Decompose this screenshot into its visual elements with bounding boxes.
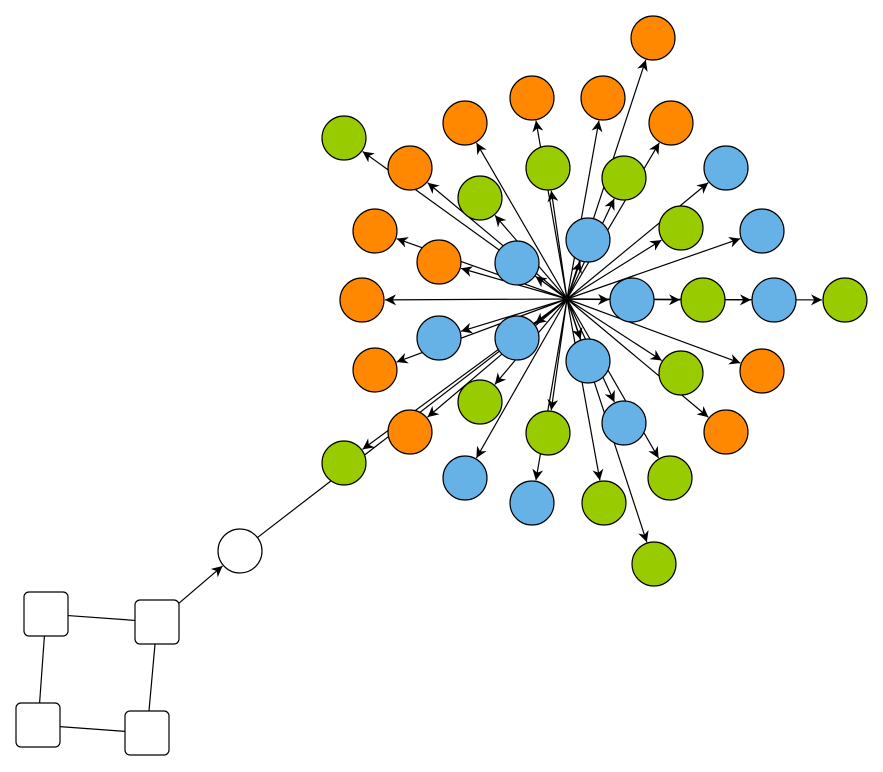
node-blue[interactable]: [565, 338, 611, 384]
node-green[interactable]: [822, 277, 868, 323]
edge-arrow: [566, 298, 604, 481]
square-node-white[interactable]: [124, 710, 170, 756]
edge-arrow: [535, 275, 568, 300]
node-orange[interactable]: [416, 239, 462, 285]
node-blue[interactable]: [739, 208, 785, 254]
node-blue[interactable]: [442, 455, 488, 501]
node-orange[interactable]: [509, 75, 555, 121]
node-green[interactable]: [658, 205, 704, 251]
edge-arrow: [384, 294, 568, 306]
edge-arrow: [566, 298, 741, 365]
edge-arrow: [476, 142, 568, 300]
node-orange[interactable]: [352, 208, 398, 254]
node-blue[interactable]: [565, 217, 611, 263]
node-blue[interactable]: [703, 145, 749, 191]
edge-arrow: [566, 298, 709, 418]
node-green[interactable]: [525, 410, 571, 456]
node-orange[interactable]: [580, 75, 626, 121]
edge-arrow: [566, 298, 583, 340]
node-green[interactable]: [647, 455, 693, 501]
edge-arrow: [547, 190, 568, 300]
square-node-white[interactable]: [15, 702, 61, 748]
node-green[interactable]: [631, 541, 677, 587]
node-green[interactable]: [525, 145, 571, 191]
node-orange[interactable]: [739, 348, 785, 394]
node-blue[interactable]: [494, 240, 540, 286]
edge-arrow: [566, 237, 741, 300]
node-blue[interactable]: [601, 400, 647, 446]
node-orange[interactable]: [352, 347, 398, 393]
nodes: [15, 15, 868, 756]
node-green[interactable]: [680, 277, 726, 323]
node-blue[interactable]: [609, 277, 655, 323]
square-node-white[interactable]: [23, 591, 69, 637]
node-orange[interactable]: [703, 409, 749, 455]
node-green[interactable]: [581, 480, 627, 526]
node-green[interactable]: [457, 379, 503, 425]
node-blue[interactable]: [509, 480, 555, 526]
edge-arrow: [460, 298, 568, 334]
node-orange[interactable]: [339, 277, 385, 323]
node-orange[interactable]: [442, 100, 488, 146]
node-blue[interactable]: [751, 277, 797, 323]
edge-arrow: [566, 182, 709, 300]
node-green[interactable]: [658, 350, 704, 396]
square-node-white[interactable]: [134, 599, 180, 645]
node-green[interactable]: [321, 440, 367, 486]
edge-line: [67, 614, 136, 622]
node-orange[interactable]: [648, 100, 694, 146]
node-white[interactable]: [217, 528, 263, 574]
edge-arrow: [566, 298, 663, 361]
node-green[interactable]: [457, 175, 503, 221]
edge-line: [38, 635, 46, 704]
edge-arrow: [566, 261, 582, 300]
edge-arrow: [173, 565, 223, 609]
node-orange[interactable]: [387, 409, 433, 455]
edge-line: [148, 643, 156, 712]
edge-arrow: [475, 298, 568, 459]
node-green[interactable]: [601, 155, 647, 201]
node-orange[interactable]: [630, 15, 676, 61]
node-blue[interactable]: [494, 315, 540, 361]
edge-arrow: [566, 239, 662, 300]
node-green[interactable]: [321, 115, 367, 161]
edge-line: [59, 726, 126, 732]
node-orange[interactable]: [387, 145, 433, 191]
node-blue[interactable]: [416, 315, 462, 361]
